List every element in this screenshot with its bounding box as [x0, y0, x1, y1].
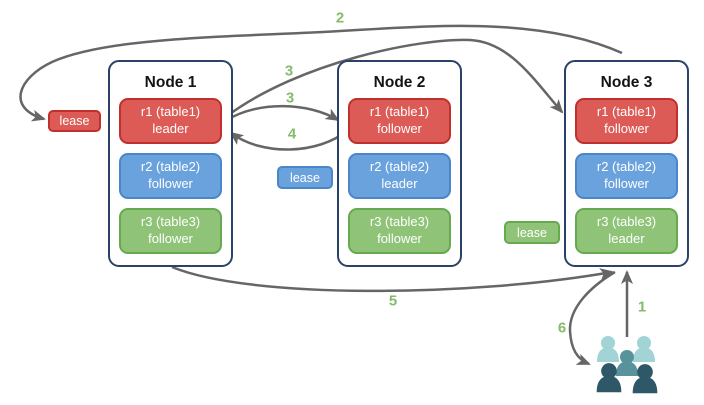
replica-label: r2 (table2) — [596, 159, 657, 175]
lease-badge-r3: lease — [504, 221, 560, 244]
person-icon — [633, 336, 655, 362]
replica-role: leader — [608, 231, 645, 246]
replica-role: follower — [148, 176, 193, 191]
node-2-box: Node 2 r1 (table1) follower r2 (table2) … — [337, 60, 462, 267]
arrow-step-2 — [19, 24, 623, 122]
arrow-step-5 — [171, 265, 614, 293]
node-title: Node 1 — [144, 74, 197, 91]
replica-label: r3 (table3) — [596, 214, 657, 230]
node-1-box: Node 1 r1 (table1) leader r2 (table2) fo… — [108, 60, 233, 267]
node-2-replica-r1: r1 (table1) follower — [348, 98, 451, 144]
replica-label: r2 (table2) — [369, 159, 430, 175]
replica-role: follower — [377, 121, 422, 136]
arrow-step-3-to-node3 — [226, 38, 564, 118]
person-icon — [597, 336, 619, 362]
replica-role: follower — [604, 121, 649, 136]
replica-role: leader — [381, 176, 418, 191]
lease-badge-r2: lease — [277, 166, 333, 189]
node-1-replica-r3: r3 (table3) follower — [119, 208, 222, 254]
replica-label: r1 (table1) — [369, 104, 430, 120]
replica-role: follower — [148, 231, 193, 246]
node-2-replica-r2: r2 (table2) leader — [348, 153, 451, 199]
step-label-6: 6 — [557, 319, 567, 337]
arrow-step-3-to-node2 — [226, 104, 340, 122]
step-label-5: 5 — [388, 292, 398, 310]
step-label-2: 2 — [335, 9, 345, 27]
node-3-replica-r2: r2 (table2) follower — [575, 153, 678, 199]
node-title: Node 3 — [600, 74, 653, 91]
node-1-replica-r1: r1 (table1) leader — [119, 98, 222, 144]
node-3-replica-r3: r3 (table3) leader — [575, 208, 678, 254]
node-3-replica-r1: r1 (table1) follower — [575, 98, 678, 144]
users-group-icon — [596, 336, 658, 394]
replica-label: r2 (table2) — [140, 159, 201, 175]
node-3-box: Node 3 r1 (table1) follower r2 (table2) … — [564, 60, 689, 267]
replica-label: r1 (table1) — [140, 104, 201, 120]
arrow-step-6 — [568, 270, 616, 366]
replica-label: r3 (table3) — [369, 214, 430, 230]
step-label-1: 1 — [637, 298, 647, 316]
step-label-3a: 3 — [284, 62, 294, 80]
node-title: Node 2 — [373, 74, 426, 91]
step-label-4: 4 — [287, 125, 297, 143]
replica-role: follower — [604, 176, 649, 191]
replica-label: r3 (table3) — [140, 214, 201, 230]
replica-role: follower — [377, 231, 422, 246]
step-label-3b: 3 — [285, 89, 295, 107]
node-2-replica-r3: r3 (table3) follower — [348, 208, 451, 254]
replica-label: r1 (table1) — [596, 104, 657, 120]
replica-role: leader — [152, 121, 189, 136]
lease-badge-r1: lease — [48, 110, 101, 132]
node-1-replica-r2: r2 (table2) follower — [119, 153, 222, 199]
